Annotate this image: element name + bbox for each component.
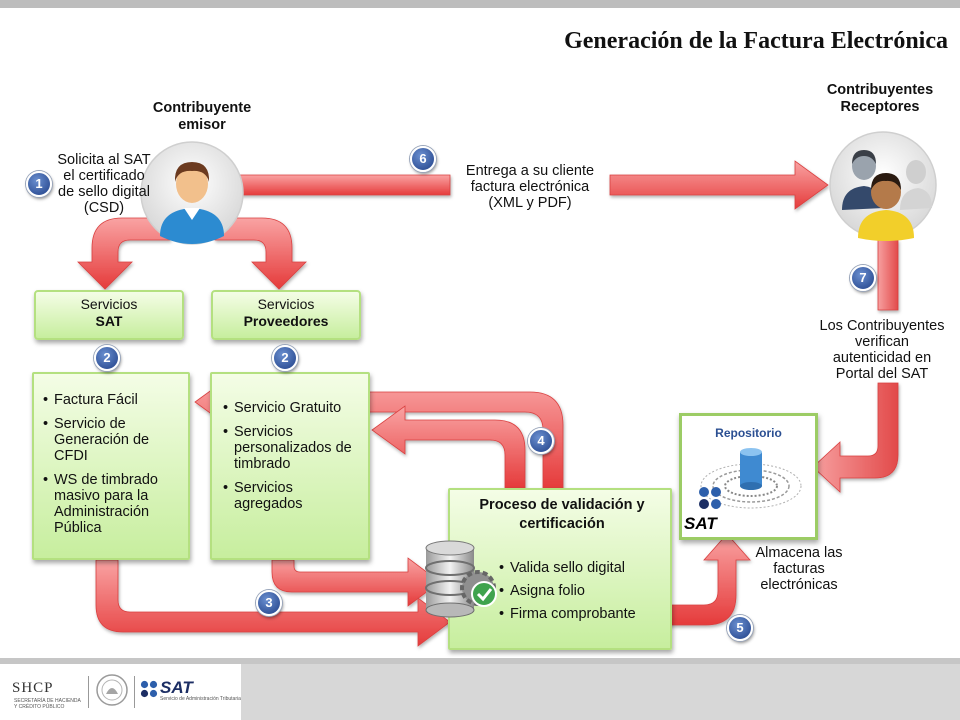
step-badge-2-sat: 2 xyxy=(94,345,120,371)
proceso-list: Valida sello digital Asigna folio Firma … xyxy=(499,560,670,630)
sat-service-item: WS de timbrado masivo para la Administra… xyxy=(43,472,182,536)
sat-logo-icon xyxy=(699,487,721,509)
verifican-l4: Portal del SAT xyxy=(835,366,929,382)
servicios-sat-line2: SAT xyxy=(95,313,123,329)
verifican-l2: verifican xyxy=(855,334,909,350)
proceso-item: Firma comprobante xyxy=(499,606,670,622)
top-bar xyxy=(0,0,960,8)
solicita-l4: (CSD) xyxy=(83,200,125,216)
servicios-sat-box: Servicios SAT xyxy=(34,290,184,340)
almacena-l3: electrónicas xyxy=(760,577,838,593)
sat-footer-logo-icon xyxy=(140,680,158,698)
solicita-l3: de sello digital xyxy=(58,184,150,200)
footer-divider xyxy=(88,676,89,708)
arrow-emisor-sat xyxy=(77,217,171,290)
provider-service-item: Servicios agregados xyxy=(223,480,358,512)
emisor-label: Contribuyente emisor xyxy=(140,100,264,134)
sat-services-list: Factura Fácil Servicio de Generación de … xyxy=(34,374,182,536)
page-title: Generación de la Factura Electrónica xyxy=(564,28,948,54)
provider-services-list: Servicio Gratuito Servicios personalizad… xyxy=(212,374,358,512)
servicios-proveedores-box: Servicios Proveedores xyxy=(211,290,361,340)
proceso-item: Asigna folio xyxy=(499,583,670,599)
mexico-seal-icon xyxy=(96,674,128,706)
database-gear-icon xyxy=(425,540,497,618)
sat-service-item: Factura Fácil xyxy=(43,392,182,408)
repositorio-title: Repositorio xyxy=(715,426,782,440)
step-badge-4: 4 xyxy=(528,428,554,454)
almacena-text: Almacena las facturas electrónicas xyxy=(736,545,862,593)
provider-service-item: Servicio Gratuito xyxy=(223,400,358,416)
repositorio-box: Repositorio SAT xyxy=(679,413,818,540)
shcp-logo: SHCP xyxy=(12,680,54,696)
proceso-box: Proceso de validación y certificación Va… xyxy=(448,488,672,650)
provider-services-list-box: Servicio Gratuito Servicios personalizad… xyxy=(210,372,370,560)
arrow-5 xyxy=(667,533,751,626)
entrega-l1: Entrega a su cliente xyxy=(465,163,595,179)
footer-band xyxy=(0,658,960,664)
provider-service-item: Servicios personalizados de timbrado xyxy=(223,424,358,472)
servicios-sat-line1: Servicios xyxy=(80,296,138,312)
step-badge-1: 1 xyxy=(26,171,52,197)
arrow-7-lower xyxy=(812,382,899,493)
arrow-6-left xyxy=(229,174,451,196)
arrow-6-right xyxy=(609,160,829,210)
footer: SHCP SECRETARÍA DE HACIENDA Y CRÉDITO PÚ… xyxy=(0,658,960,720)
footer-divider xyxy=(134,676,135,708)
almacena-l1: Almacena las xyxy=(755,545,843,561)
sat-footer-logo: SAT xyxy=(160,678,193,697)
arrow-4 xyxy=(371,405,526,489)
step-badge-3: 3 xyxy=(256,590,282,616)
entrega-text: Entrega a su cliente factura electrónica… xyxy=(450,163,610,211)
almacena-l2: facturas xyxy=(773,561,825,577)
receptores-label: Contribuyentes Receptores xyxy=(810,82,950,116)
sat-footer-subtitle: Servicio de Administración Tributaria xyxy=(160,696,241,702)
arrow-emisor-proveedores xyxy=(214,217,307,290)
receptores-line1: Contribuyentes xyxy=(826,82,934,98)
emisor-line2: emisor xyxy=(178,117,226,133)
sat-services-list-box: Factura Fácil Servicio de Generación de … xyxy=(32,372,190,560)
solicita-text: Solicita al SAT el certificado de sello … xyxy=(48,152,160,216)
servicios-proveedores-line2: Proveedores xyxy=(243,313,329,329)
arrow-7 xyxy=(877,239,899,311)
step-badge-5: 5 xyxy=(727,615,753,641)
repository-icon xyxy=(700,448,802,509)
step-badge-2-proveedores: 2 xyxy=(272,345,298,371)
step-badge-6: 6 xyxy=(410,146,436,172)
receptores-line2: Receptores xyxy=(840,99,920,115)
entrega-l2: factura electrónica xyxy=(470,179,590,195)
user-icon xyxy=(140,141,244,245)
proceso-item: Valida sello digital xyxy=(499,560,670,576)
arrow-3-proveedores xyxy=(271,557,441,607)
servicios-proveedores-line1: Servicios xyxy=(257,296,315,312)
sat-logo-text: SAT xyxy=(684,514,717,533)
verifican-l3: autenticidad en xyxy=(832,350,932,366)
footer-gray-area xyxy=(241,664,960,720)
shcp-subtitle: SECRETARÍA DE HACIENDA Y CRÉDITO PÚBLICO xyxy=(14,698,81,710)
proceso-title: Proceso de validación y certificación xyxy=(479,497,645,532)
sat-service-item: Servicio de Generación de CFDI xyxy=(43,416,182,464)
step-badge-7: 7 xyxy=(850,265,876,291)
users-group-icon xyxy=(829,131,937,241)
entrega-l3: (XML y PDF) xyxy=(488,195,572,211)
verifican-text: Los Contribuyentes verifican autenticida… xyxy=(806,318,958,382)
verifican-l1: Los Contribuyentes xyxy=(819,318,945,334)
emisor-line1: Contribuyente xyxy=(152,100,252,116)
solicita-l2: el certificado xyxy=(63,168,145,184)
solicita-l1: Solicita al SAT xyxy=(57,152,151,168)
